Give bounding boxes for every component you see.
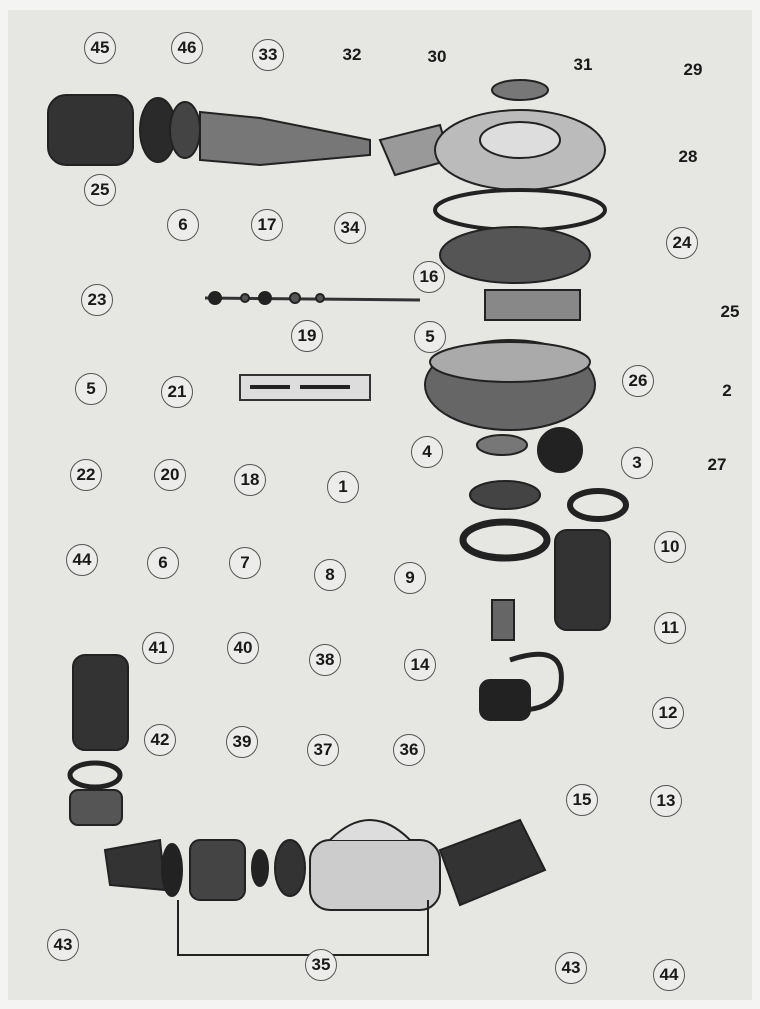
part-label-38: 38 [309,644,341,676]
part-label-5: 5 [414,321,446,353]
part-label-1: 1 [327,471,359,503]
part-label-8: 8 [314,559,346,591]
bellows-11 [554,529,611,631]
bellows-hose-top [47,94,134,166]
tee-top [329,819,411,841]
part-label-17: 17 [251,209,283,241]
ring-33 [169,101,201,159]
ring-9 [459,518,551,562]
diaphragm-28 [439,226,591,284]
part-label-13: 13 [650,785,682,817]
bracket-35 [177,900,429,956]
part-label-40: 40 [227,632,259,664]
bellows-44 [72,654,129,751]
part-label-30: 30 [427,47,447,66]
part-31 [491,79,549,101]
seat-4 [476,434,528,456]
ring-28-band [433,188,607,232]
ring-37 [274,839,306,897]
part-label-16: 16 [413,261,445,293]
part-label-20: 20 [154,459,186,491]
ring-41 [161,843,183,897]
lever-24 [484,289,581,321]
part-label-25: 25 [720,302,740,321]
valve-14 [491,599,515,641]
part-label-27: 27 [707,455,727,474]
part-label-6: 6 [147,547,179,579]
part-label-36: 36 [393,734,425,766]
strap-12 [509,651,564,713]
part-label-10: 10 [654,531,686,563]
part-label-15: 15 [566,784,598,816]
ring-38 [251,849,269,887]
part-label-43: 43 [555,952,587,984]
part-label-6: 6 [167,209,199,241]
part-label-4: 4 [411,436,443,468]
part-label-44: 44 [653,959,685,991]
part-label-19: 19 [291,320,323,352]
disc-7 [469,480,541,510]
clamp-43 [69,789,123,826]
part-label-22: 22 [70,459,102,491]
part-label-3: 3 [621,447,653,479]
part-label-42: 42 [144,724,176,756]
part-label-32: 32 [342,45,362,64]
part-label-25: 25 [84,174,116,206]
part-label-7: 7 [229,547,261,579]
rod-17 [204,296,421,302]
mouthpiece-42 [103,838,167,892]
part-label-12: 12 [652,697,684,729]
part-label-46: 46 [171,32,203,64]
part-label-29: 29 [683,60,703,79]
part-label-41: 41 [142,632,174,664]
part-label-21: 21 [161,376,193,408]
part-label-31: 31 [573,55,593,74]
part-label-11: 11 [654,612,686,644]
cap-15 [479,679,531,721]
part-label-28: 28 [678,147,698,166]
port-3 [537,427,583,473]
part-label-39: 39 [226,726,258,758]
ring-10 [567,488,629,522]
part-label-45: 45 [84,32,116,64]
part-label-18: 18 [234,464,266,496]
part-label-24: 24 [666,227,698,259]
part-label-14: 14 [404,649,436,681]
connector-32 [199,110,371,167]
cover-top [479,121,561,159]
part-label-43: 43 [47,929,79,961]
part-label-5: 5 [75,373,107,405]
part-label-34: 34 [334,212,366,244]
bellows-44-right [438,818,547,907]
housing-top [429,341,591,383]
part-label-33: 33 [252,39,284,71]
part-label-44: 44 [66,544,98,576]
part-label-26: 26 [622,365,654,397]
body-39 [189,839,246,901]
part-label-9: 9 [394,562,426,594]
part-label-2: 2 [722,381,732,400]
tee-36 [309,839,441,911]
part-label-37: 37 [307,734,339,766]
ring-43 [67,760,123,790]
part-label-35: 35 [305,949,337,981]
part-label-23: 23 [81,284,113,316]
